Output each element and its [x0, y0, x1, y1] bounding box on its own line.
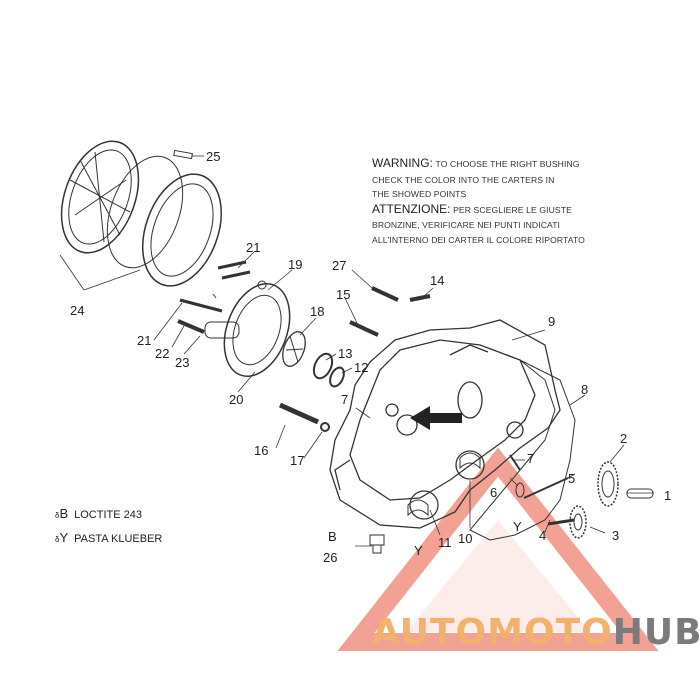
legend-item-loctite: δB LOCTITE 243: [55, 506, 142, 521]
callout-B: B: [328, 529, 337, 544]
legend-symbol-b: δB: [55, 506, 69, 521]
callout-1: 1: [664, 488, 671, 503]
drain-plug-26: [369, 534, 385, 554]
bearing-12: [329, 366, 345, 388]
seal-13: [312, 352, 334, 380]
bolt-15: [349, 320, 379, 337]
screws-21: [179, 260, 251, 313]
callout-10: 10: [458, 531, 472, 546]
callout-6: 6: [490, 485, 497, 500]
warning-line3-en: THE SHOWED POINTS: [372, 189, 467, 199]
callout-9: 9: [548, 314, 555, 329]
warning-line2-en: CHECK THE COLOR INTO THE CARTERS IN: [372, 174, 555, 185]
bolt-22: [177, 319, 205, 334]
callout-21b: 21: [137, 333, 151, 348]
gear-2: [597, 461, 619, 507]
screw-25: [173, 149, 193, 160]
callout-2: 2: [620, 431, 627, 446]
callout-7a: 7: [341, 392, 348, 407]
watermark-logo-text: AUTOMOTOHUB: [372, 612, 700, 653]
warning-line1-it: PER SCEGLIERE LE GIUSTE: [453, 204, 572, 215]
callout-27: 27: [332, 258, 346, 273]
leader-lines: [59, 155, 654, 547]
rod-7: [509, 454, 521, 471]
callout-23: 23: [175, 355, 189, 370]
warning-heading-it: ATTENZIONE:: [372, 201, 451, 216]
warning-line2-it: BRONZINE, VERIFICARE NEI PUNTI INDICATI: [372, 220, 561, 230]
watermark-part1: AUTOMOTO: [372, 612, 613, 653]
warning-line3-it: ALL'INTERNO DEI CARTER IL COLORE RIPORTA…: [372, 234, 585, 245]
cover-frame: [142, 173, 222, 287]
gasket-8: [469, 359, 576, 541]
callout-12: 12: [354, 360, 368, 375]
legend-text-loctite: LOCTITE 243: [74, 509, 142, 521]
callout-15: 15: [336, 287, 350, 302]
callout-19: 19: [288, 257, 302, 272]
bushings-11: [407, 452, 481, 517]
callout-20: 20: [229, 392, 243, 407]
callout-26: 26: [323, 550, 337, 565]
water-pump-19-20: [204, 280, 291, 378]
callout-Y1: Y: [414, 543, 423, 558]
callout-labels: 1 2 3 4 5 6 7 7 8 9 10 11 12 13 14 15 16…: [70, 149, 671, 565]
callout-14: 14: [430, 273, 444, 288]
callout-22: 22: [155, 346, 169, 361]
crankcase-9: [329, 319, 561, 529]
callout-21a: 21: [246, 240, 260, 255]
impeller-18: [282, 331, 306, 367]
warning-line1-en: TO CHOOSE THE RIGHT BUSHING: [435, 159, 580, 169]
warning-heading-en: WARNING:: [372, 156, 433, 170]
callout-13: 13: [338, 346, 352, 361]
callout-3: 3: [612, 528, 619, 543]
washer-6: [515, 482, 525, 498]
callout-18: 18: [310, 304, 324, 319]
callout-25: 25: [206, 149, 220, 164]
legend-item-klueber: δY PASTA KLUEBER: [55, 530, 162, 545]
callout-16: 16: [254, 443, 268, 458]
gasket-ring: [106, 155, 184, 269]
bolt-27: [371, 286, 399, 302]
callout-8: 8: [581, 382, 588, 397]
shaft-4: [547, 518, 575, 526]
watermark-triangle: [337, 447, 659, 651]
callout-Y2: Y: [513, 519, 522, 534]
bolt-16: [278, 402, 320, 425]
legend-text-klueber: PASTA KLUEBER: [74, 533, 163, 545]
gear-3: [569, 505, 587, 539]
callout-5: 5: [568, 471, 575, 486]
direction-arrow: [410, 406, 462, 430]
pin-5: [523, 477, 569, 499]
ring-17: [320, 422, 330, 432]
clutch-cover-24: [60, 140, 140, 254]
callout-7b: 7: [527, 451, 534, 466]
callout-24: 24: [70, 303, 84, 318]
legend-symbol-y: δY: [55, 530, 69, 545]
pin-1: [626, 488, 654, 499]
watermark-part2: HUB: [612, 612, 700, 653]
callout-17: 17: [290, 453, 304, 468]
callout-4: 4: [539, 528, 546, 543]
warning-note: WARNING: TO CHOOSE THE RIGHT BUSHING CHE…: [372, 156, 672, 247]
bolt-14: [409, 294, 431, 302]
callout-11: 11: [438, 535, 452, 550]
